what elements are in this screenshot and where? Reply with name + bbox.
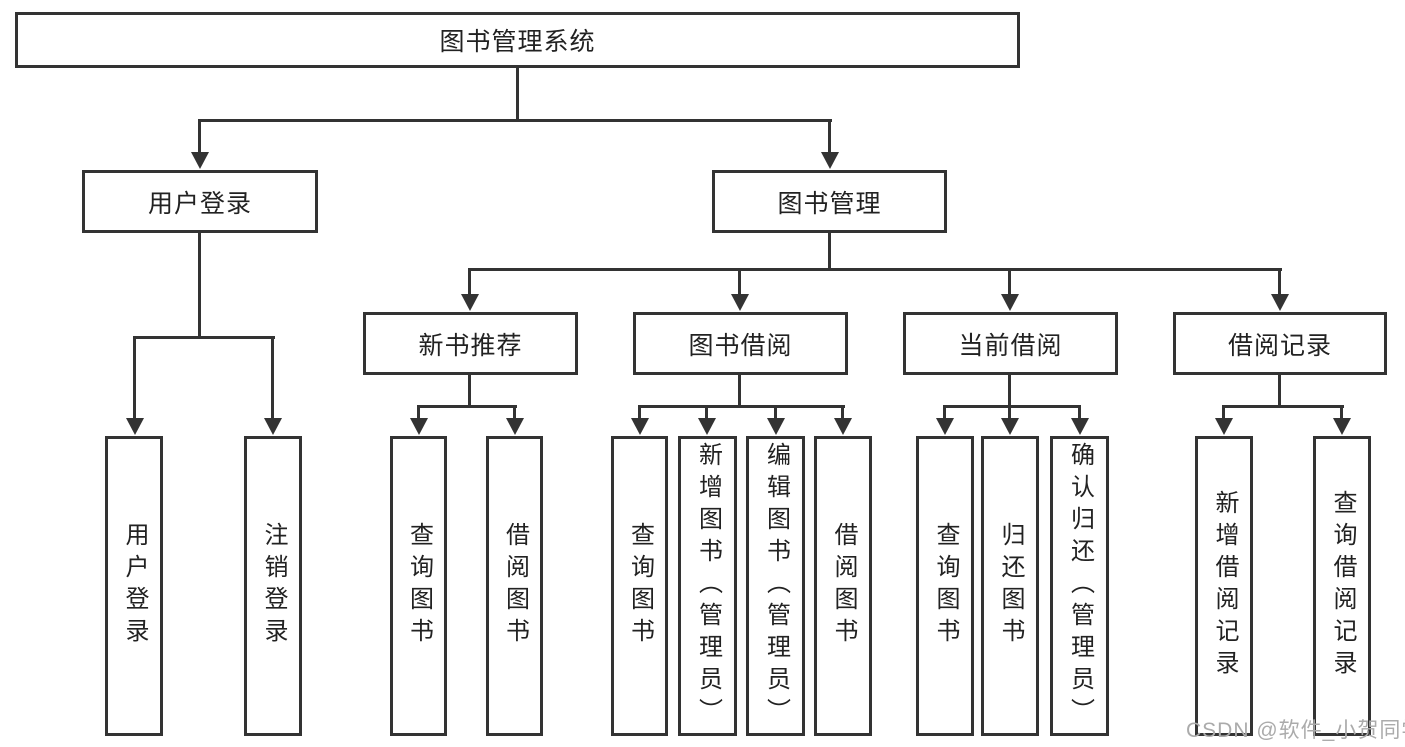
node-book-borrowing: 图书借阅 bbox=[633, 312, 848, 375]
arrow-down-icon bbox=[630, 405, 649, 435]
arrow-down-icon bbox=[1070, 405, 1089, 435]
leaf-label: 查询图书 bbox=[932, 522, 959, 650]
leaf-label: 注销登录 bbox=[260, 522, 287, 650]
node-current-borrowing: 当前借阅 bbox=[903, 312, 1118, 375]
connector-vline bbox=[828, 233, 831, 271]
leaf-label: 新增图书（管理员） bbox=[694, 442, 722, 730]
arrow-down-icon bbox=[766, 405, 785, 435]
arrow-down-icon bbox=[125, 336, 144, 435]
arrow-down-icon bbox=[1270, 268, 1289, 311]
leaf-label: 查询图书 bbox=[626, 522, 654, 650]
node-query-books-newbook: 查询图书 bbox=[390, 436, 447, 736]
node-book-management: 图书管理 bbox=[712, 170, 947, 233]
node-query-borrow-record: 查询借阅记录 bbox=[1313, 436, 1371, 736]
connector-hline bbox=[134, 336, 275, 339]
arrow-down-icon bbox=[1332, 405, 1351, 435]
connector-vline bbox=[1278, 375, 1281, 408]
connector-vline bbox=[1008, 375, 1011, 408]
arrow-down-icon bbox=[190, 119, 209, 169]
leaf-label: 用户登录 bbox=[121, 522, 148, 650]
node-confirm-return-admin: 确认归还（管理员） bbox=[1050, 436, 1109, 736]
node-edit-books-admin: 编辑图书（管理员） bbox=[746, 436, 805, 736]
connector-hline bbox=[1224, 405, 1344, 408]
arrow-down-icon bbox=[409, 405, 428, 435]
arrow-down-icon bbox=[730, 268, 749, 311]
node-borrow-books-newbook: 借阅图书 bbox=[486, 436, 543, 736]
arrow-down-icon bbox=[505, 405, 524, 435]
connector-hline bbox=[639, 405, 845, 408]
node-add-books-admin: 新增图书（管理员） bbox=[678, 436, 737, 736]
connector-hline bbox=[945, 405, 1081, 408]
arrow-down-icon bbox=[1000, 268, 1019, 311]
leaf-label: 查询图书 bbox=[405, 522, 433, 650]
node-library-management-system: 图书管理系统 bbox=[15, 12, 1020, 68]
connector-hline bbox=[470, 268, 1282, 271]
node-return-books: 归还图书 bbox=[981, 436, 1039, 736]
node-new-book-recommendation: 新书推荐 bbox=[363, 312, 578, 375]
arrow-down-icon bbox=[1000, 405, 1019, 435]
node-logout: 注销登录 bbox=[244, 436, 302, 736]
csdn-watermark: CSDN @软件_小贺同学 bbox=[1186, 719, 1405, 742]
leaf-label: 归还图书 bbox=[997, 522, 1024, 650]
leaf-label: 借阅图书 bbox=[830, 522, 857, 650]
node-query-books-borrowing: 查询图书 bbox=[611, 436, 668, 736]
arrow-down-icon bbox=[263, 336, 282, 435]
arrow-down-icon bbox=[697, 405, 716, 435]
leaf-label: 编辑图书（管理员） bbox=[762, 442, 790, 730]
leaf-label: 新增借阅记录 bbox=[1211, 490, 1238, 682]
connector-vline bbox=[468, 375, 471, 408]
node-borrow-books-borrowing: 借阅图书 bbox=[814, 436, 872, 736]
leaf-label: 确认归还（管理员） bbox=[1066, 442, 1094, 730]
node-borrowing-records: 借阅记录 bbox=[1173, 312, 1387, 375]
connector-hline bbox=[199, 119, 832, 122]
connector-vline bbox=[516, 68, 519, 122]
node-user-login-leaf: 用户登录 bbox=[105, 436, 163, 736]
arrow-down-icon bbox=[935, 405, 954, 435]
node-query-books-current: 查询图书 bbox=[916, 436, 974, 736]
leaf-label: 查询借阅记录 bbox=[1329, 490, 1356, 682]
arrow-down-icon bbox=[833, 405, 852, 435]
arrow-down-icon bbox=[1214, 405, 1233, 435]
connector-vline bbox=[738, 375, 741, 408]
connector-hline bbox=[418, 405, 517, 408]
node-user-login: 用户登录 bbox=[82, 170, 318, 233]
arrow-down-icon bbox=[820, 119, 839, 169]
arrow-down-icon bbox=[460, 268, 479, 311]
node-add-borrow-record: 新增借阅记录 bbox=[1195, 436, 1253, 736]
leaf-label: 借阅图书 bbox=[501, 522, 529, 650]
connector-vline bbox=[198, 233, 201, 339]
